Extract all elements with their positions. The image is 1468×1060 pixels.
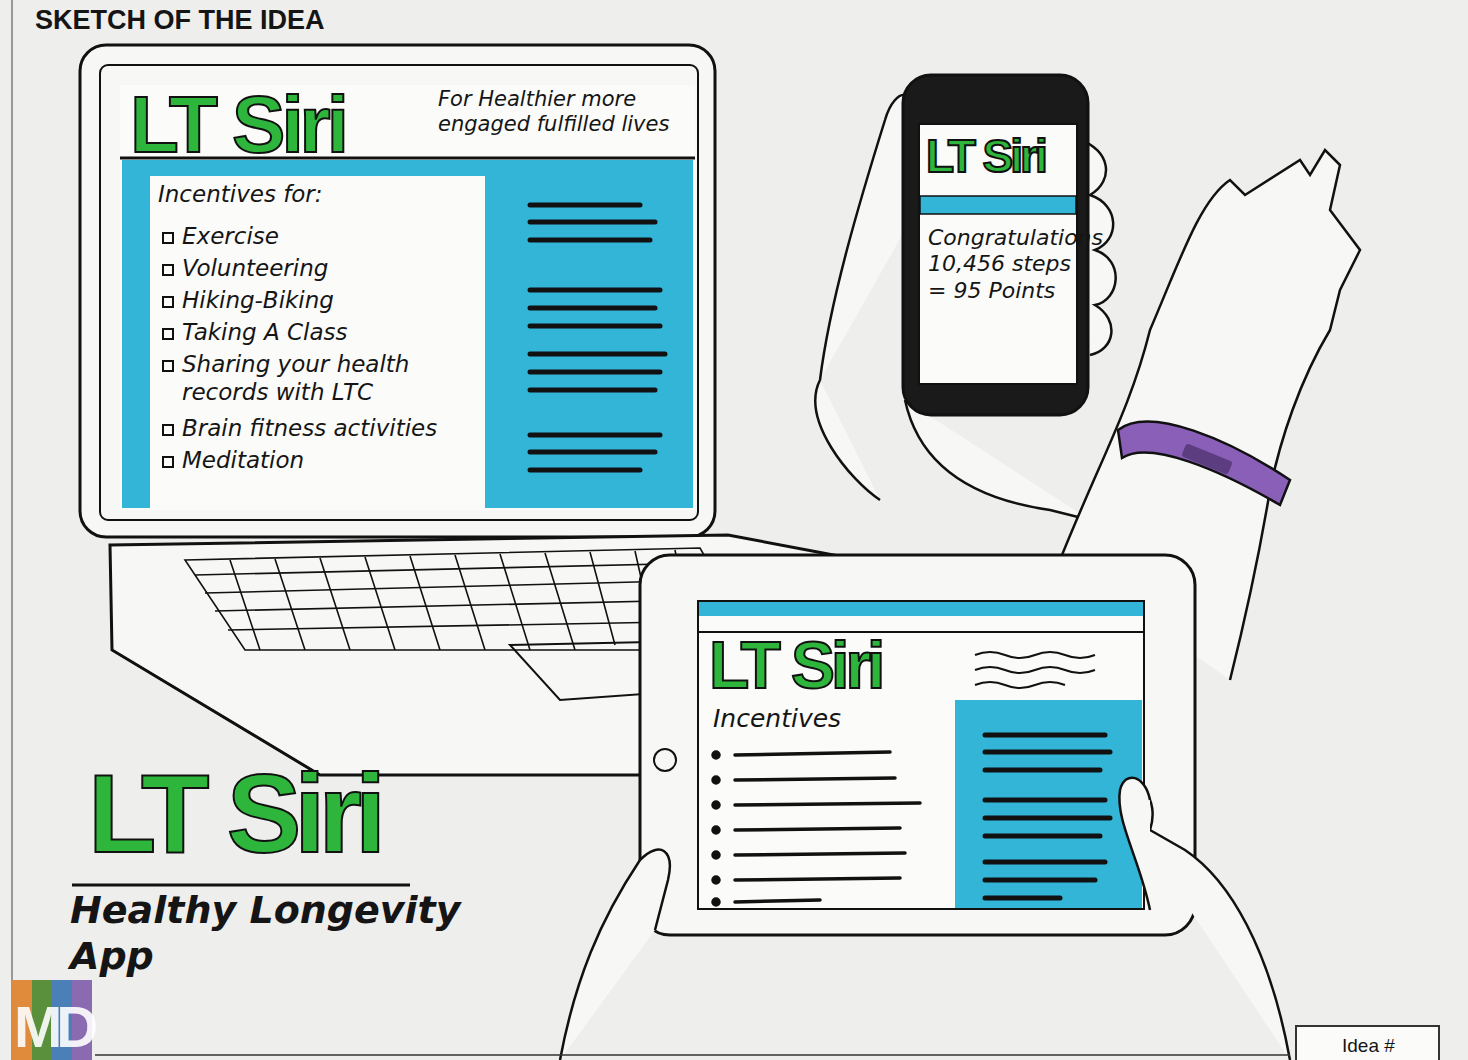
screen-text: Meditation bbox=[182, 447, 482, 475]
screen-text: Idea # bbox=[1342, 1035, 1437, 1058]
app-title: LT Siri bbox=[709, 632, 881, 698]
laptop-bezel bbox=[100, 65, 698, 520]
screen-box: LT SiriCongratulations 10,456 steps = 95… bbox=[918, 123, 1078, 385]
header-rule bbox=[120, 157, 695, 160]
sheet-heading: SKETCH OF THE IDEA bbox=[35, 4, 455, 36]
screen-text: Exercise bbox=[182, 223, 482, 251]
screen-text: For Healthier more engaged fulfilled liv… bbox=[438, 87, 688, 137]
screen-text: Hiking-Biking bbox=[182, 287, 482, 315]
fitness-band bbox=[1118, 422, 1290, 505]
header-rule bbox=[699, 631, 1143, 633]
screen-text: Incentives for: bbox=[158, 181, 458, 209]
laptop-lid bbox=[80, 45, 715, 537]
paper-edge bbox=[11, 0, 13, 1060]
blue-band bbox=[920, 196, 1076, 214]
blue-band bbox=[699, 602, 1143, 616]
text-lines bbox=[985, 735, 1110, 898]
app-title: LT Siri bbox=[926, 133, 1045, 179]
screen-box: Idea # bbox=[1295, 1025, 1440, 1060]
footer-rule bbox=[95, 1054, 1290, 1056]
tablet-body bbox=[640, 555, 1195, 935]
app-label: LT Siri bbox=[88, 758, 379, 870]
blue-stripe bbox=[122, 176, 150, 508]
logo-text: MD bbox=[14, 992, 134, 1060]
phone-body bbox=[903, 75, 1088, 415]
screen-text: Sharing your health records with LTC bbox=[182, 351, 482, 406]
screen-box: LT SiriIncentives bbox=[697, 600, 1145, 910]
blue-panel bbox=[485, 176, 693, 508]
thumb bbox=[1119, 778, 1150, 910]
blue-panel bbox=[955, 700, 1142, 908]
app-label: Healthy Longevity App bbox=[70, 888, 530, 979]
blue-band bbox=[122, 160, 693, 176]
bullet-list bbox=[713, 752, 920, 905]
home-button bbox=[654, 749, 676, 771]
hand bbox=[815, 95, 1115, 520]
screen-box: LT Siri For Healthier more engaged fulfil… bbox=[120, 85, 695, 510]
screen-text: Volunteering bbox=[182, 255, 482, 283]
screen-text: Taking A Class bbox=[182, 319, 482, 347]
screen-text: Incentives bbox=[713, 704, 943, 734]
title-underline bbox=[72, 884, 410, 887]
screen-text: Congratulations 10,456 steps = 95 Points bbox=[928, 225, 1076, 304]
app-title: LT Siri bbox=[130, 85, 345, 165]
band-display bbox=[1181, 443, 1233, 475]
text-lines bbox=[530, 205, 665, 470]
laptop-edge bbox=[112, 650, 320, 775]
squiggle-lines bbox=[975, 652, 1095, 688]
screen-text: Brain fitness activities bbox=[182, 415, 482, 443]
